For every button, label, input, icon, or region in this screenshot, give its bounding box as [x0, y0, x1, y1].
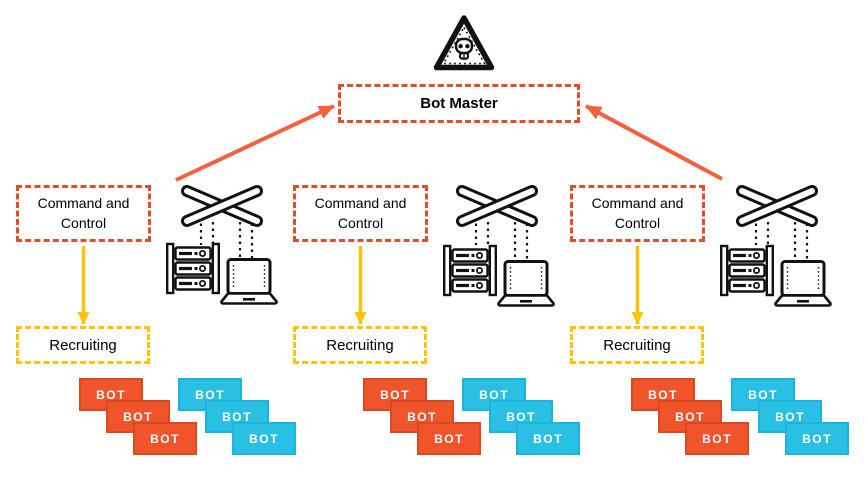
command-control-text: Command and Control — [592, 194, 684, 233]
command-control-text: Command and Control — [315, 194, 407, 233]
laptop-icon — [219, 258, 279, 305]
bot-node: BOT — [417, 422, 481, 455]
command-control-box: Command and Control — [570, 185, 705, 242]
command-control-box: Command and Control — [16, 185, 151, 242]
network-switch-icon — [742, 191, 812, 221]
skull-warning-triangle-icon — [437, 18, 492, 68]
bot-master-box: Bot Master — [338, 84, 580, 123]
laptop-icon — [773, 260, 833, 307]
recruiting-box: Recruiting — [293, 326, 427, 364]
bot-master-label: Bot Master — [420, 95, 498, 112]
recruiting-label: Recruiting — [326, 336, 394, 354]
server-rack-icon — [165, 242, 221, 295]
network-switch-icon — [462, 191, 532, 221]
network-switch-icon — [187, 191, 257, 221]
command-control-label-line1: Command and — [591, 194, 684, 211]
server-rack-icon — [719, 244, 775, 297]
laptop-icon — [496, 260, 556, 307]
command-control-label-line1: Command and — [314, 194, 407, 211]
command-control-label-line1: Command and — [37, 194, 130, 211]
recruiting-label: Recruiting — [49, 336, 117, 354]
recruiting-box: Recruiting — [16, 326, 150, 364]
bot-node: BOT — [489, 400, 553, 433]
recruiting-label: Recruiting — [603, 336, 671, 354]
command-control-label-line2: Control — [614, 214, 661, 231]
bot-node: BOT — [516, 422, 580, 455]
command-control-box: Command and Control — [293, 185, 428, 242]
command-control-text: Command and Control — [38, 194, 130, 233]
left-network-to-botmaster-arrow — [175, 104, 335, 182]
command-control-label-line2: Control — [60, 214, 107, 231]
bot-node: BOT — [133, 422, 197, 455]
bot-node: BOT — [232, 422, 296, 455]
right-network-to-botmaster-arrow — [585, 104, 723, 181]
command-control-label-line2: Control — [337, 214, 384, 231]
bot-node: BOT — [785, 422, 849, 455]
server-rack-icon — [442, 244, 498, 297]
bot-node: BOT — [685, 422, 749, 455]
recruiting-box: Recruiting — [570, 326, 704, 364]
